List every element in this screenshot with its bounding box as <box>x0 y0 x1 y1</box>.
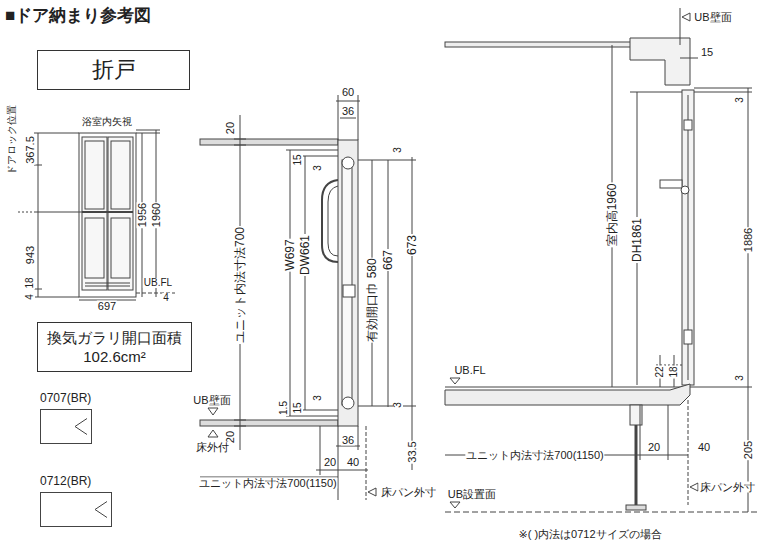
node-text: 0707(BR) <box>40 391 92 405</box>
dimension-value: 667 <box>382 249 394 271</box>
drawing-label: ユニット内法寸法700 <box>234 226 246 344</box>
dimension-value: 1.5 <box>279 400 289 416</box>
dimension-value: 3 <box>735 96 745 104</box>
drawing-label: 浴室内矢視 <box>81 117 133 127</box>
dimension-value: 60 <box>341 87 355 98</box>
dimension-value: 20 <box>225 121 236 135</box>
drawing-title: ■ドア納まり参考図 <box>5 4 151 27</box>
dimension-value: 33.5 <box>407 440 418 463</box>
drawing-label: ユニット内法寸法700(1150) <box>465 450 604 461</box>
node-text: 0712(BR) <box>40 474 112 488</box>
dimension-value: 20 <box>323 457 337 468</box>
dimension-value: 697 <box>97 301 117 312</box>
dimension-value: 1960 <box>151 202 162 228</box>
drawing-label: UB.FL <box>453 365 486 376</box>
drawing-label: ドアロック位置 <box>7 104 17 176</box>
dimension-value: 3 <box>393 401 403 409</box>
drawing-label: 室内高1960 <box>606 183 618 248</box>
dimension-value: 943 <box>25 245 36 265</box>
hinge-triangle <box>41 410 91 443</box>
dimension-value: 22 <box>655 365 665 378</box>
drawing-label: 有効開口巾 580 <box>366 257 378 342</box>
dimension-value: 367.5 <box>25 135 36 165</box>
door-plan-symbol <box>40 409 92 444</box>
dimension-value: 15 <box>293 401 303 414</box>
dimension-value: 4 <box>162 293 170 303</box>
title-box: 折戸 <box>37 50 190 90</box>
door-frame <box>79 133 136 297</box>
dimension-value: 36 <box>341 435 355 446</box>
drawing-label: UB壁面 <box>192 395 231 406</box>
node-text: 換気ガラリ開口面積 102.6cm² <box>46 329 183 365</box>
dimension-value: 18 <box>25 276 35 289</box>
drawing-label: UB壁面 <box>693 12 732 23</box>
dimension-value: 673 <box>406 234 418 256</box>
dimension-value: 3 <box>313 394 323 402</box>
size-sample: 0712(BR) <box>40 474 112 527</box>
dimension-value: 3 <box>735 374 745 382</box>
dimension-value: 40 <box>697 442 711 453</box>
drawing-label: W697 <box>284 238 296 271</box>
dimension-value: 1956 <box>137 202 148 228</box>
dimension-value: 205 <box>743 440 754 460</box>
dimension-value: 3 <box>393 146 403 154</box>
dimension-value: 3 <box>313 164 323 172</box>
node-text: 折戸 <box>92 55 136 85</box>
drawing-label: DH1861 <box>631 217 643 263</box>
drawing-label: 床外付 <box>195 442 230 453</box>
dimension-value: 18 <box>669 365 679 378</box>
drawing-label: 床パン外寸 <box>699 482 756 493</box>
door-plan-symbol <box>40 492 112 527</box>
dimension-value: 15 <box>700 47 714 58</box>
drawing-label: UB設置面 <box>447 489 497 500</box>
dimension-value: 40 <box>346 457 360 468</box>
title-box: 換気ガラリ開口面積 102.6cm² <box>37 322 192 372</box>
hinge-triangle <box>41 493 111 526</box>
dimension-value: 4 <box>25 293 35 301</box>
drawing-label: UB.FL <box>143 278 173 288</box>
dimension-value: 36 <box>341 106 355 117</box>
dimension-value: 15 <box>293 153 303 166</box>
drawing-label: DW661 <box>299 234 311 276</box>
size-sample: 0707(BR) <box>40 391 92 444</box>
dimension-value: 20 <box>647 442 661 453</box>
dimension-value: 1886 <box>743 227 754 253</box>
drawing-label: 床パン外寸 <box>380 487 437 498</box>
drawing-label: ユニット内法寸法700(1150) <box>198 478 337 489</box>
drawing-label: ※( )内法は0712サイズの場合 <box>517 529 662 540</box>
